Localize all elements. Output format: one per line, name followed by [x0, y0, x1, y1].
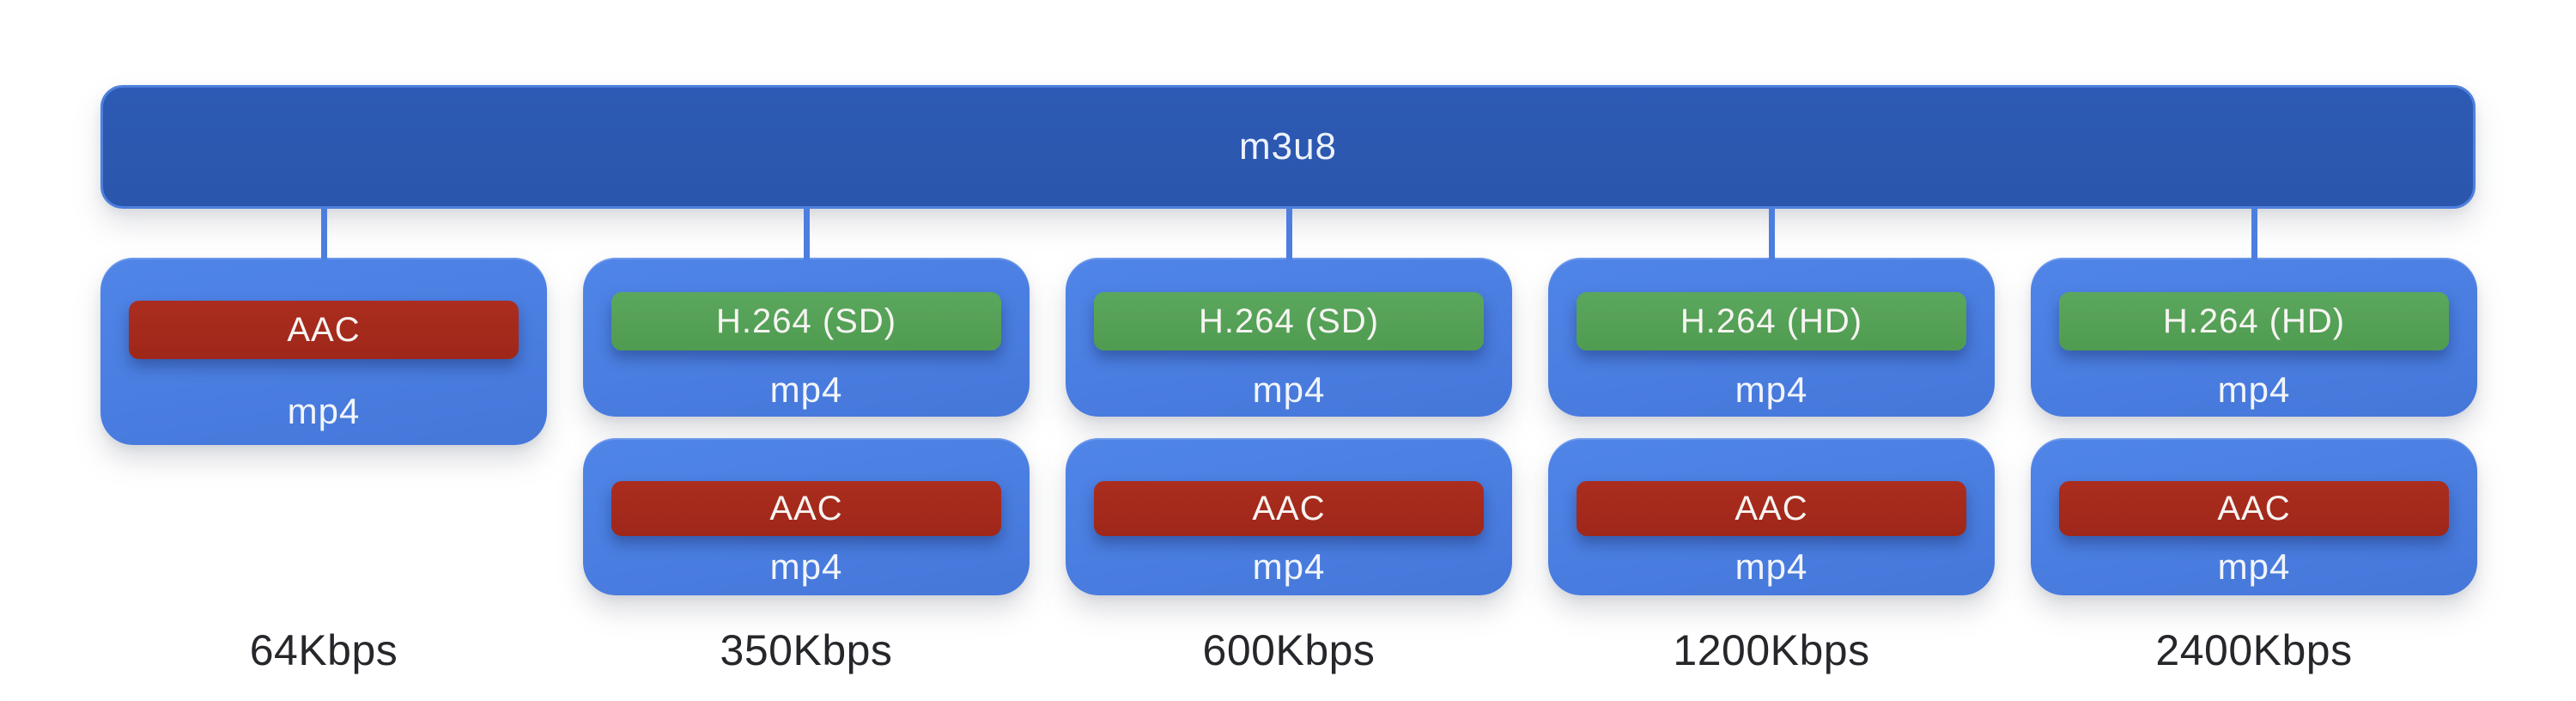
container-label: mp4 [1735, 369, 1808, 410]
codec-chip: H.264 (SD) [611, 292, 1001, 350]
connector-line [1769, 208, 1775, 259]
codec-label: AAC [287, 310, 361, 349]
codec-chip: H.264 (HD) [2059, 292, 2449, 350]
codec-label: AAC [769, 489, 843, 527]
codec-chip: AAC [611, 481, 1001, 536]
codec-chip: H.264 (SD) [1094, 292, 1484, 350]
codec-label: AAC [1735, 489, 1808, 527]
bitrate-label: 600Kbps [1202, 626, 1376, 674]
bitrate-label: 350Kbps [720, 626, 893, 674]
codec-chip: AAC [129, 301, 519, 359]
variant-node: AAC mp4 [1548, 438, 1995, 595]
bitrate-label: 2400Kbps [2155, 626, 2353, 674]
variant-node: H.264 (HD) mp4 [1548, 258, 1995, 417]
connector-line [1286, 208, 1292, 259]
codec-chip: H.264 (HD) [1577, 292, 1966, 350]
container-label: mp4 [1735, 546, 1808, 587]
variant-column: H.264 (HD) mp4 AAC mp4 1200Kbps [1548, 0, 1995, 701]
variant-node: H.264 (SD) mp4 [1066, 258, 1512, 417]
container-label: mp4 [1252, 546, 1326, 587]
container-label: mp4 [769, 369, 843, 410]
variant-node: AAC mp4 [100, 258, 547, 445]
codec-label: AAC [2217, 489, 2291, 527]
codec-chip: AAC [1577, 481, 1966, 536]
variant-column: AAC mp4 64Kbps [100, 0, 547, 701]
codec-label: H.264 (SD) [1198, 302, 1380, 340]
variant-node: H.264 (SD) mp4 [583, 258, 1030, 417]
connector-line [804, 208, 810, 259]
codec-label: AAC [1252, 489, 1326, 527]
codec-chip: AAC [1094, 481, 1484, 536]
root-node: m3u8 [100, 85, 2476, 209]
codec-label: H.264 (HD) [2162, 302, 2346, 340]
codec-label: H.264 (SD) [715, 302, 897, 340]
variant-node: AAC mp4 [1066, 438, 1512, 595]
container-label: mp4 [287, 391, 361, 431]
codec-label: H.264 (HD) [1680, 302, 1863, 340]
codec-chip: AAC [2059, 481, 2449, 536]
variant-node: H.264 (HD) mp4 [2031, 258, 2477, 417]
variant-node: AAC mp4 [2031, 438, 2477, 595]
variant-column: H.264 (HD) mp4 AAC mp4 2400Kbps [2031, 0, 2477, 701]
bitrate-label: 1200Kbps [1673, 626, 1870, 674]
variant-column: H.264 (SD) mp4 AAC mp4 350Kbps [583, 0, 1030, 701]
connector-line [2251, 208, 2257, 259]
bitrate-label: 64Kbps [249, 626, 398, 674]
variant-node: AAC mp4 [583, 438, 1030, 595]
variant-column: H.264 (SD) mp4 AAC mp4 600Kbps [1066, 0, 1512, 701]
container-label: mp4 [1252, 369, 1326, 410]
container-label: mp4 [2217, 546, 2291, 587]
container-label: mp4 [769, 546, 843, 587]
root-node-label: m3u8 [1238, 125, 1338, 168]
connector-line [321, 208, 327, 259]
container-label: mp4 [2217, 369, 2291, 410]
